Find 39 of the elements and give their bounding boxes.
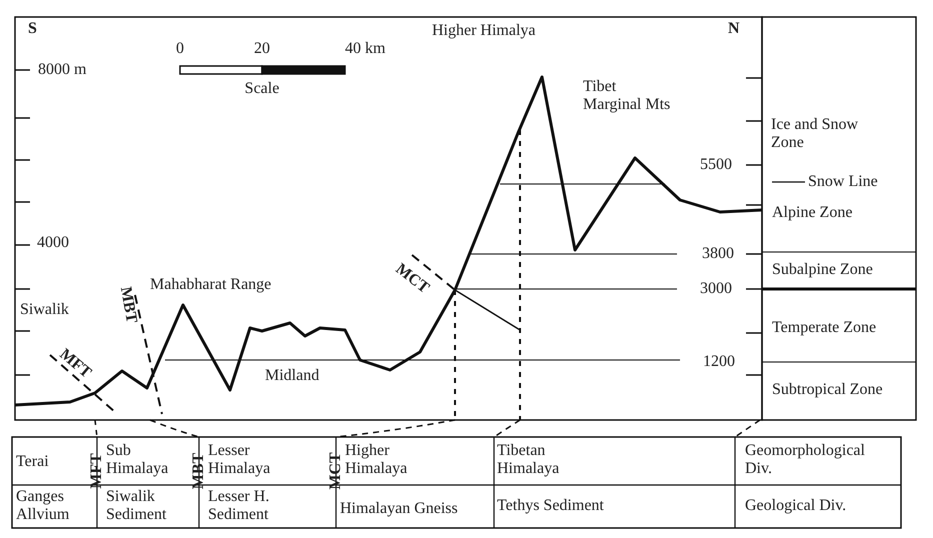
scale-label: 0 [176, 40, 184, 58]
elevation-label: 3800 [702, 245, 734, 263]
elevation-label: 1200 [703, 353, 735, 371]
zone-label: Temperate Zone [772, 319, 876, 337]
place-label: Mahabharat Range [150, 276, 272, 294]
fault-label: MFT [88, 453, 106, 489]
table-cell-text: Higher Himalaya [345, 442, 408, 478]
zone-label: Alpine Zone [772, 204, 852, 222]
elevation-label: 4000 [37, 234, 69, 252]
place-label: Midland [265, 367, 320, 385]
zone-label: Snow Line [808, 173, 878, 191]
direction-label: S [28, 20, 37, 38]
table-cell: Geological Div. [745, 497, 846, 515]
elevation-label: 3000 [700, 280, 732, 298]
table-cell-text: Geomorphological Div. [745, 442, 866, 478]
direction-label: N [728, 20, 740, 38]
zone-label: Ice and Snow Zone [771, 116, 860, 152]
table-cell: Tethys Sediment [497, 497, 604, 515]
scale-label: Scale [244, 80, 280, 98]
table-cell-text: Lesser Himalaya [208, 442, 272, 478]
table-cell-text: Lesser H. Sediment [208, 488, 270, 524]
place-label: Siwalik [20, 301, 69, 319]
scale-label: 20 [254, 40, 270, 58]
table-cell-text: Ganges Allvium [16, 488, 70, 524]
table-cell-text: Tibetan Himalaya [497, 442, 560, 478]
table-cell-text: Sub Himalaya [106, 442, 170, 478]
fault-label: MBT [190, 452, 208, 490]
table-cell: Terai [16, 453, 49, 471]
fault-label: MBT [116, 286, 140, 324]
scale-label: 40 km [345, 40, 386, 58]
zone-label: Subalpine Zone [772, 261, 873, 279]
table-cell-text: Siwalik Sediment [106, 488, 168, 524]
elevation-label: 5500 [700, 156, 732, 174]
elevation-label: 8000 m [38, 61, 86, 79]
fault-label: MCT [327, 452, 345, 490]
zone-label: Subtropical Zone [772, 381, 883, 399]
table-cell: Himalayan Gneiss [340, 500, 458, 518]
place-label: Tibet Marginal Mts [583, 78, 672, 114]
place-label: Higher Himalya [432, 22, 536, 40]
